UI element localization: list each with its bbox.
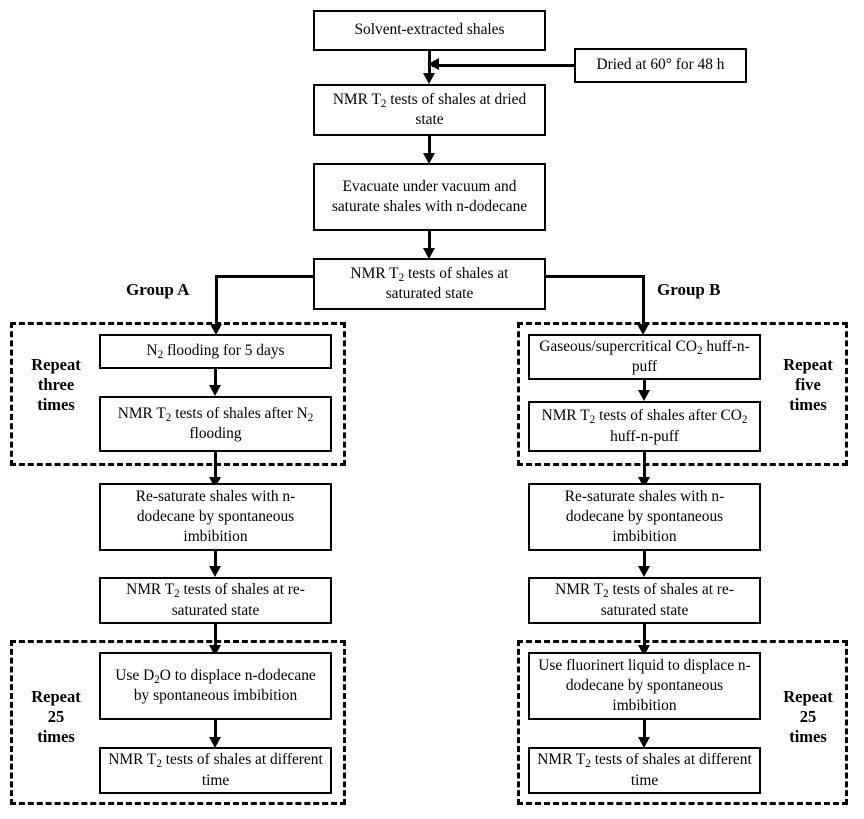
arrowhead-n2-to-nmr-after-n2	[209, 385, 221, 396]
arrowhead-resaturate-right-to-nmr	[638, 566, 650, 577]
dashed-group-repeat-three	[10, 322, 346, 466]
node-nmr-saturated-state[interactable]: NMR T2 tests of shales at saturated stat…	[313, 258, 546, 310]
connector-groupb-to-resaturate	[643, 452, 646, 482]
node-label: N2 flooding for 5 days	[146, 342, 285, 362]
node-n2-flooding[interactable]: N2 flooding for 5 days	[99, 334, 332, 369]
dashed-group-repeat-five	[517, 322, 848, 466]
arrowhead-co2-to-nmr-after-co2	[638, 390, 650, 401]
node-dried-at-60[interactable]: Dried at 60° for 48 h	[574, 48, 747, 83]
node-label: Use D2O to displace n-dodecane by sponta…	[115, 666, 316, 704]
node-resaturate-left[interactable]: Re-saturate shales with n-dodecane by sp…	[99, 483, 332, 551]
node-evacuate-saturate[interactable]: Evacuate under vacuum and saturate shale…	[313, 163, 546, 231]
connector-split-right	[544, 275, 645, 278]
node-fluorinert-displace[interactable]: Use fluorinert liquid to displace n-dode…	[528, 652, 761, 720]
connector-nmr-dried-to-evacuate	[428, 136, 431, 158]
dashed-group-repeat-25-right	[517, 640, 848, 805]
node-label: NMR T2 tests of shales at different time	[108, 751, 323, 789]
arrowhead-split-right	[637, 324, 649, 335]
arrowhead-solvent-to-nmr-dried	[423, 73, 435, 84]
node-label: Re-saturate shales with n-dodecane by sp…	[564, 487, 725, 546]
connector-nmr-resat-left-to-d2o	[214, 624, 217, 650]
node-nmr-resaturated-left[interactable]: NMR T2 tests of shales at re-saturated s…	[99, 577, 332, 624]
node-label: NMR T2 tests of shales at re-saturated s…	[555, 581, 734, 619]
arrowhead-groupa-to-resaturate	[209, 477, 221, 488]
label-group-a: Group A	[126, 280, 190, 299]
connector-resaturate-right-to-nmr	[643, 551, 646, 571]
node-d2o-displace[interactable]: Use D2O to displace n-dodecane by sponta…	[99, 652, 332, 720]
connector-d2o-to-nmr-time	[214, 720, 217, 742]
label-repeat-25-times-right: Repeat 25 times	[783, 687, 833, 747]
node-label: Re-saturate shales with n-dodecane by sp…	[135, 487, 296, 546]
connector-n2-to-nmr-after-n2	[214, 369, 217, 390]
node-label: Use fluorinert liquid to displace n-dode…	[538, 656, 751, 715]
node-label: NMR T2 tests of shales at re-saturated s…	[126, 581, 305, 619]
label-repeat-25-times-left: Repeat 25 times	[31, 687, 81, 747]
node-label: Evacuate under vacuum and saturate shale…	[331, 177, 528, 215]
node-label: Dried at 60° for 48 h	[596, 56, 725, 74]
dashed-group-repeat-25-left	[10, 640, 346, 805]
connector-evacuate-to-nmr-saturated	[428, 231, 431, 253]
arrowhead-nmr-dried-to-evacuate	[423, 153, 435, 164]
node-label: Solvent-extracted shales	[354, 21, 505, 39]
node-nmr-different-time-right[interactable]: NMR T2 tests of shales at different time	[528, 747, 761, 794]
label-repeat-five-times: Repeat five times	[783, 355, 833, 415]
connector-nmr-resat-right-to-fluorinert	[643, 624, 646, 650]
node-nmr-dried-state[interactable]: NMR T2 tests of shales at dried state	[313, 84, 546, 136]
arrowhead-nmr-resat-right-to-fluorinert	[638, 645, 650, 656]
node-nmr-resaturated-right[interactable]: NMR T2 tests of shales at re-saturated s…	[528, 577, 761, 624]
label-group-b: Group B	[657, 280, 721, 299]
connector-groupa-to-resaturate	[214, 452, 217, 482]
node-nmr-after-n2-flooding[interactable]: NMR T2 tests of shales after N2 flooding	[99, 396, 332, 452]
label-repeat-three-times: Repeat three times	[31, 355, 81, 415]
node-label: NMR T2 tests of shales after CO2 huff-n-…	[541, 407, 748, 445]
node-co2-huff-n-puff[interactable]: Gaseous/supercritical CO2 huff-n-puff	[528, 334, 761, 380]
node-nmr-different-time-left[interactable]: NMR T2 tests of shales at different time	[99, 747, 332, 794]
arrowhead-fluorinert-to-nmr-time	[638, 737, 650, 748]
connector-co2-to-nmr-after-co2	[643, 380, 646, 396]
arrowhead-split-left	[210, 324, 222, 335]
connector-fluorinert-to-nmr-time	[643, 720, 646, 742]
connector-split-right-down	[642, 275, 645, 329]
connector-split-left-down	[215, 275, 218, 329]
connector-dried-to-trunk	[432, 64, 575, 67]
arrowhead-dried-to-trunk	[428, 58, 439, 70]
arrowhead-groupb-to-resaturate	[638, 477, 650, 488]
connector-split-left	[215, 275, 315, 278]
node-label: Gaseous/supercritical CO2 huff-n-puff	[539, 337, 750, 375]
arrowhead-evacuate-to-nmr-saturated	[423, 248, 435, 259]
arrowhead-resaturate-left-to-nmr	[209, 566, 221, 577]
arrowhead-d2o-to-nmr-time	[209, 737, 221, 748]
node-label: NMR T2 tests of shales at saturated stat…	[350, 264, 509, 302]
node-solvent-extracted-shales[interactable]: Solvent-extracted shales	[313, 10, 546, 51]
node-label: NMR T2 tests of shales at different time	[537, 751, 752, 789]
connector-resaturate-left-to-nmr	[214, 551, 217, 571]
node-label: NMR T2 tests of shales after N2 flooding	[117, 404, 314, 442]
node-resaturate-right[interactable]: Re-saturate shales with n-dodecane by sp…	[528, 483, 761, 551]
node-nmr-after-co2-huff-n-puff[interactable]: NMR T2 tests of shales after CO2 huff-n-…	[528, 401, 761, 452]
arrowhead-nmr-resat-left-to-d2o	[209, 645, 221, 656]
node-label: NMR T2 tests of shales at dried state	[332, 90, 527, 128]
